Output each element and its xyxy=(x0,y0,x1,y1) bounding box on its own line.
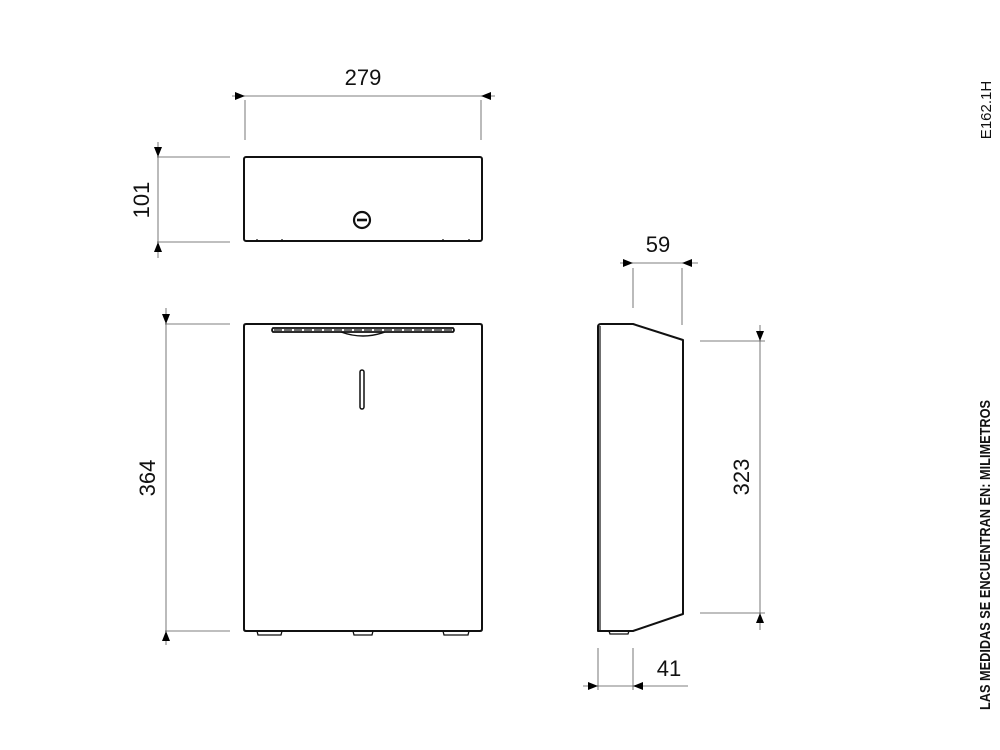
dim-59-label: 59 xyxy=(646,232,670,257)
viewing-window-slot xyxy=(359,369,365,410)
dim-101-label: 101 xyxy=(129,182,154,219)
dimension-depth-top: 101 xyxy=(129,142,230,258)
dim-323-label: 323 xyxy=(729,459,754,496)
side-view: 59 41 323 xyxy=(583,232,765,690)
dimension-bottom-depth-side: 41 xyxy=(583,648,688,690)
front-view-outline xyxy=(243,323,483,632)
dimension-front-height-side: 323 xyxy=(700,325,765,630)
dimension-width-top: 279 xyxy=(232,65,495,140)
lock-keyhole-icon xyxy=(352,210,372,230)
dimension-top-depth-side: 59 xyxy=(620,232,698,325)
dim-279-label: 279 xyxy=(345,65,382,90)
top-view: 279 101 xyxy=(129,65,495,258)
front-feet xyxy=(256,630,470,636)
top-view-outline xyxy=(243,156,483,242)
front-view: 364 xyxy=(135,308,483,645)
dispensing-slot xyxy=(271,327,455,337)
units-note: LAS MEDIDAS SE ENCUENTRAN EN: MILIMETROS xyxy=(978,400,994,710)
dim-364-label: 364 xyxy=(135,460,160,497)
side-view-outline xyxy=(597,323,684,632)
drawing-code: E162.1H xyxy=(978,81,995,139)
dimension-height-front: 364 xyxy=(135,308,230,645)
dim-41-label: 41 xyxy=(657,656,681,681)
